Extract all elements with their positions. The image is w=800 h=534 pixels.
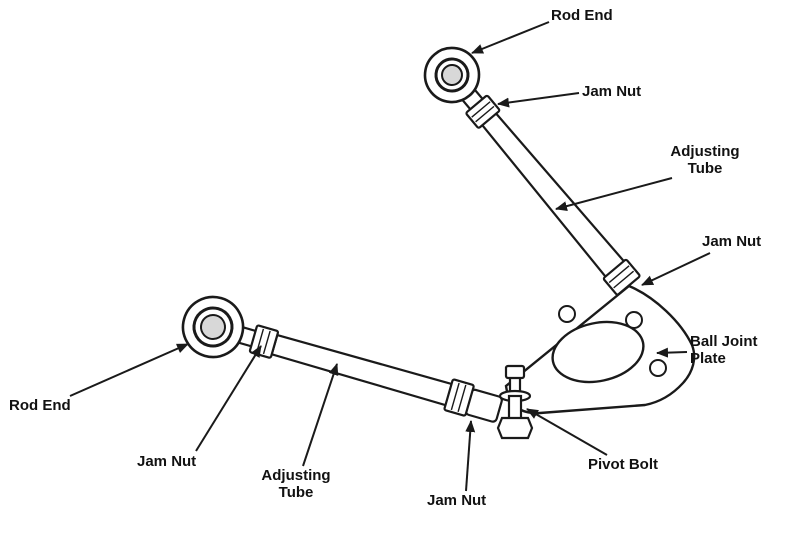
arrow-jam-nut-right: [641, 252, 711, 286]
arrow-adjusting-tube-upper: [555, 177, 673, 211]
plate-hole: [558, 305, 576, 323]
arrow-jam-nut-bottom: [465, 420, 476, 492]
callout-arrows: [69, 21, 711, 492]
upper-arm: [423, 46, 641, 296]
arrow-jam-nut-lower-left: [195, 345, 262, 452]
label-jam-nut-bottom: Jam Nut: [427, 492, 487, 509]
label-jam-nut-lower-left: Jam Nut: [137, 453, 197, 470]
arrow-pivot-bolt: [526, 408, 608, 456]
label-rod-end-top: Rod End: [551, 7, 613, 24]
lower-jam-nut-right: [443, 378, 475, 417]
arrow-ball-joint-plate: [656, 347, 688, 358]
plate-hole: [625, 311, 643, 329]
upper-jam-nut-top: [465, 94, 501, 129]
label-ball-joint-plate: Ball Joint Plate: [690, 333, 758, 367]
label-adjusting-tube-upper: Adjusting Tube: [670, 143, 740, 177]
plate-hole: [649, 359, 667, 377]
plate-oval-hole: [551, 320, 645, 384]
arrow-rod-end-top: [471, 21, 550, 54]
label-adjusting-tube-lower: Adjusting Tube: [261, 467, 331, 501]
ball-joint-plate-shape: [504, 284, 696, 415]
upper-jam-nut-bottom: [602, 258, 641, 296]
lower-arm: [181, 295, 503, 423]
label-pivot-bolt: Pivot Bolt: [588, 456, 658, 473]
upper-adjusting-tube: [479, 110, 627, 279]
arrow-jam-nut-top: [497, 92, 580, 108]
label-rod-end-left: Rod End: [9, 397, 71, 414]
label-jam-nut-right: Jam Nut: [702, 233, 762, 250]
arrow-rod-end-left: [69, 343, 189, 397]
upper-rod-end-eye: [423, 46, 481, 104]
label-jam-nut-top: Jam Nut: [582, 83, 642, 100]
lower-rod-end-eye: [181, 295, 245, 359]
arrow-adjusting-tube-lower: [302, 363, 339, 467]
pivot-bolt-shape: [496, 364, 534, 440]
lower-adjusting-tube: [270, 333, 454, 407]
